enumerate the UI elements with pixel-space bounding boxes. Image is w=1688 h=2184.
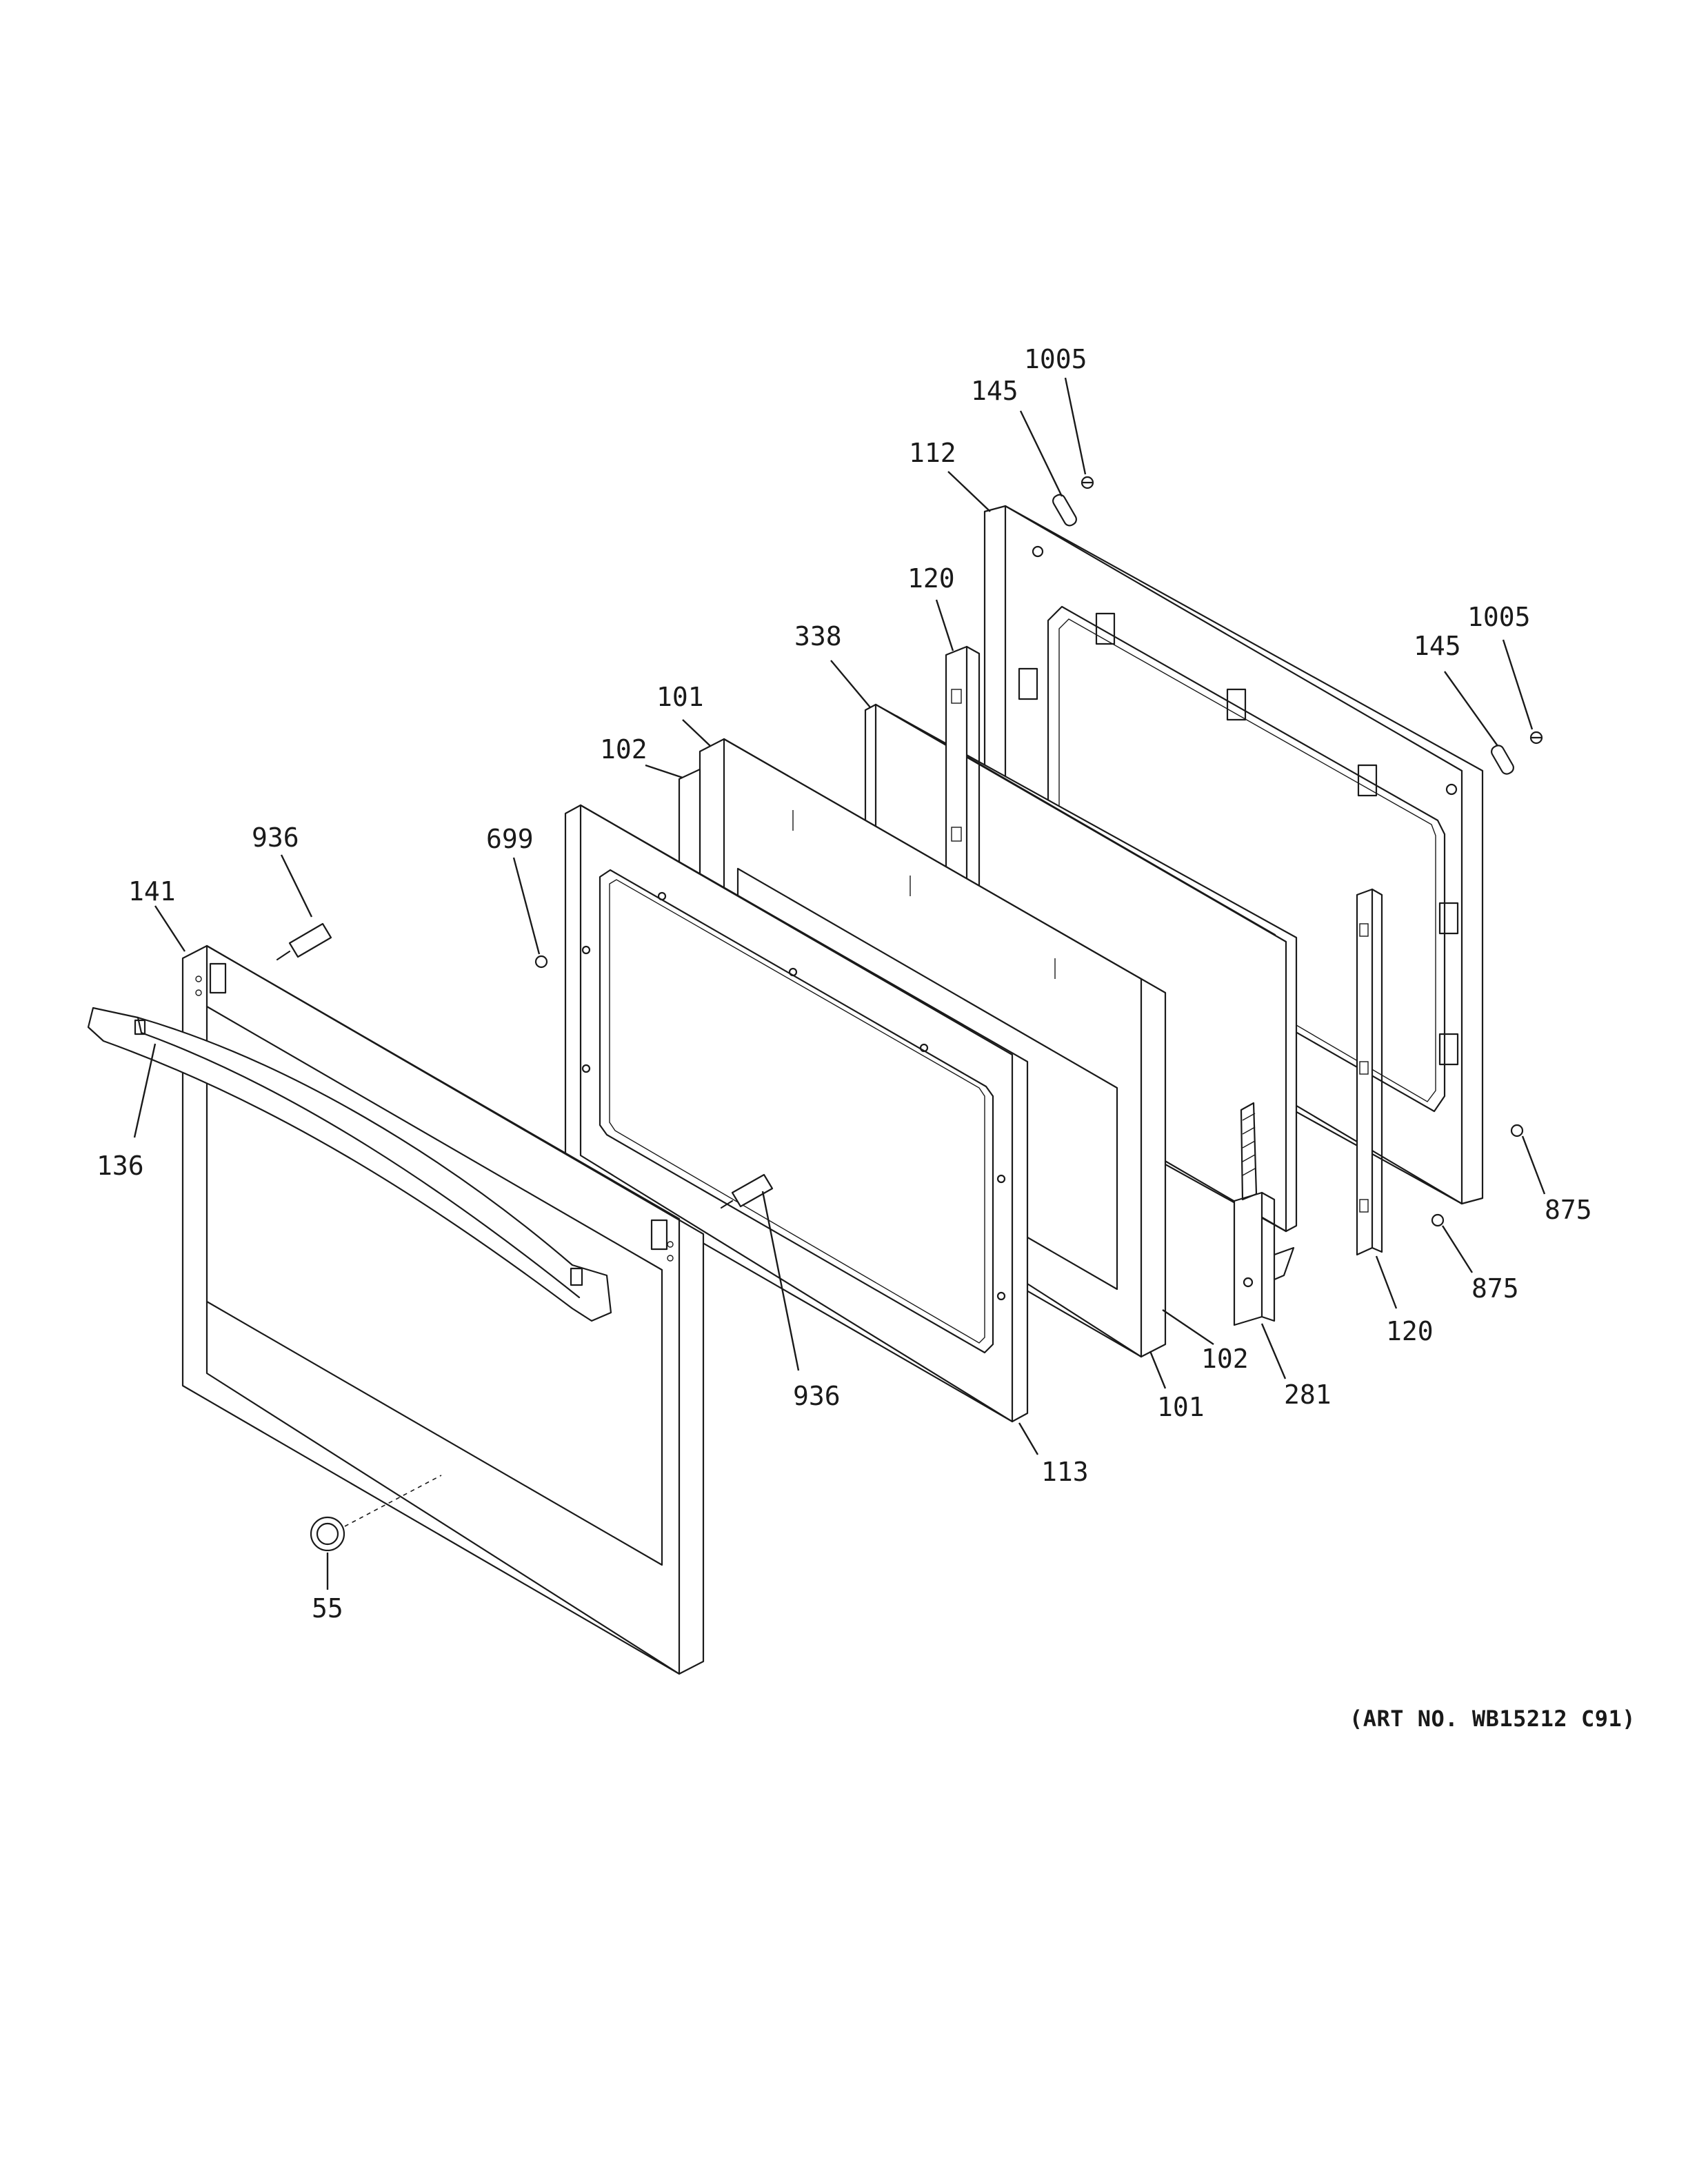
pin-936-bottom [720,1173,774,1209]
leader-lines [133,377,1546,1590]
pin-936-top [276,922,332,961]
callout-1005-top: 1005 [1024,344,1087,374]
art-number: (ART NO. WB15212 C91) [1349,1706,1636,1732]
callout-101-bottom: 101 [1157,1392,1205,1422]
callout-55: 55 [312,1593,343,1624]
callout-936-top: 936 [252,822,299,853]
glass-frame [564,804,1029,1423]
callout-875-a: 875 [1545,1195,1592,1225]
callout-113: 113 [1041,1457,1089,1487]
callout-338: 338 [794,621,842,651]
callout-281: 281 [1284,1379,1332,1410]
callout-101-top: 101 [656,682,704,712]
callout-120-bottom: 120 [1386,1316,1434,1346]
callout-1005-right: 1005 [1467,602,1531,632]
clip-145-right [1491,745,1514,775]
callout-936-bottom: 936 [793,1381,841,1411]
door-handle [87,1007,612,1322]
door-hinge [1233,1102,1295,1326]
callout-labels: 1005 145 112 120 1005 145 338 101 102 93… [97,344,1592,1624]
screw-875-a [1510,1124,1524,1138]
screw-875-b [1431,1213,1445,1227]
callout-120-top: 120 [907,563,955,594]
callout-699: 699 [486,824,534,854]
callout-141: 141 [128,876,176,907]
screw-1005-right [1529,731,1543,745]
screw-699 [534,955,548,969]
callout-145-right: 145 [1414,631,1461,661]
clip-145-top [1052,494,1077,527]
badge-55 [310,1516,345,1552]
screw-1005-top [1081,476,1094,489]
callout-145-top: 145 [971,376,1018,406]
callout-112: 112 [909,438,956,468]
callout-102-top: 102 [600,734,647,765]
callout-102-bottom: 102 [1201,1344,1249,1374]
side-channel-right [1356,888,1383,1256]
callout-875-b: 875 [1471,1273,1519,1304]
callout-136: 136 [97,1151,144,1181]
